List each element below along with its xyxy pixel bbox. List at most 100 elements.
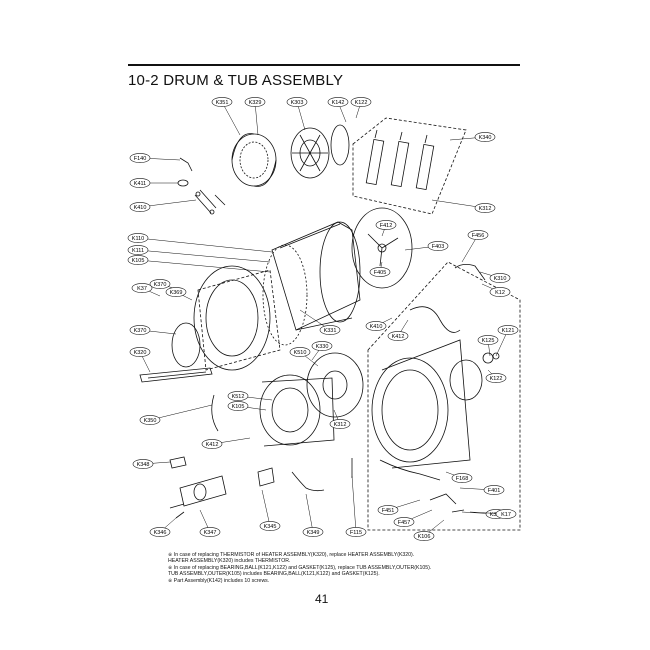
callout-bubble — [377, 505, 399, 515]
callout-bubble — [489, 273, 511, 283]
note-line: ※ Part Assembly(K142) includes 10 screws… — [168, 577, 270, 584]
pulley-part — [290, 127, 330, 179]
callout-bubble — [497, 325, 519, 335]
callout-label: F403 — [432, 244, 445, 250]
callout-leader — [149, 404, 213, 421]
callout-bubble — [259, 521, 281, 531]
callout-label: K110 — [132, 236, 144, 242]
callout-bubble — [201, 439, 223, 449]
callout-bubble — [129, 325, 151, 335]
note-line: HEATER ASSEMBLY(K320) includes THERMISTO… — [168, 558, 291, 565]
callout-label: K349 — [307, 530, 320, 536]
callout-label: K347 — [204, 530, 217, 536]
callout-bubble — [467, 230, 489, 240]
callout-label: K312 — [479, 206, 492, 212]
callout-bubble — [311, 341, 333, 351]
callout-bubble — [350, 97, 372, 107]
section-title: 10-2 DRUM & TUB ASSEMBLY — [128, 72, 344, 89]
callout-label: K111 — [132, 248, 144, 254]
callout-label: K370 — [134, 328, 147, 334]
callout-bubble — [129, 347, 151, 357]
callout-bubble — [474, 132, 496, 142]
callout-label: K37 — [137, 286, 147, 292]
callout-label: K142 — [332, 100, 345, 106]
rear-tub-part — [259, 374, 335, 447]
note-line: ※ In case of replacing BEARING,BALL(K121… — [168, 564, 432, 571]
callout-bubble — [485, 373, 507, 383]
callout-label: K412 — [206, 442, 219, 448]
note-line: TUB ASSEMBLY,OUTER(K105) includes BEARIN… — [168, 571, 380, 578]
callout-label: F412 — [380, 223, 393, 229]
callout-label: K105 — [232, 404, 245, 410]
callout-leader — [137, 249, 271, 263]
callout-bubble — [129, 153, 151, 163]
callout-label: K122 — [490, 376, 503, 382]
callout-label: K370 — [154, 282, 167, 288]
callout-label: K329 — [249, 100, 262, 106]
wire-harness-part — [291, 471, 325, 492]
callout-label: K412 — [392, 334, 405, 340]
callout-bubble — [149, 527, 171, 537]
callout-label: K312 — [334, 422, 347, 428]
callout-label: K320 — [134, 350, 147, 356]
callout-label: K106 — [418, 534, 431, 540]
bottom-hose-part — [379, 459, 465, 513]
callout-leader — [305, 493, 314, 533]
callout-label: K12 — [495, 290, 505, 296]
callout-bubble — [132, 459, 154, 469]
callout-bubble — [365, 321, 387, 331]
callout-bubble — [393, 517, 415, 527]
callout-bubble — [427, 241, 449, 251]
callout-bubble — [451, 473, 473, 483]
callout-bubble — [211, 97, 233, 107]
front-tub-part — [193, 265, 281, 371]
callout-label: F140 — [134, 156, 147, 162]
callout-label: K17 — [501, 512, 511, 518]
callout-bubble — [149, 279, 171, 289]
gasket-part — [171, 322, 201, 368]
callout-bubble — [329, 419, 351, 429]
callout-bubble — [127, 233, 149, 243]
callout-label: K369 — [170, 290, 183, 296]
callout-label: K125 — [482, 338, 495, 344]
callout-bubble — [165, 287, 187, 297]
drum-assembly — [262, 221, 361, 346]
callout-bubble — [387, 331, 409, 341]
callout-bubble — [375, 220, 397, 230]
shock-absorber-box — [352, 117, 467, 215]
callout-bubble — [227, 391, 249, 401]
callout-label: K512 — [232, 394, 245, 400]
callout-leader — [137, 259, 271, 273]
hose-part-left — [211, 394, 219, 432]
callout-label: F168 — [456, 476, 469, 482]
callout-label: K303 — [291, 100, 304, 106]
heater-part — [139, 367, 213, 383]
callout-label: F401 — [488, 488, 501, 494]
callout-bubble — [129, 178, 151, 188]
callout-bubble — [495, 509, 517, 519]
callout-bubble — [345, 527, 367, 537]
callout-label: F115 — [350, 530, 362, 536]
callout-bubble — [477, 335, 499, 345]
callout-label: K350 — [144, 418, 157, 424]
callout-bubble — [127, 255, 149, 265]
header-rule — [128, 64, 520, 66]
callout-bubble — [131, 283, 153, 293]
callout-label: F451 — [382, 508, 395, 514]
callout-label: K348 — [137, 462, 150, 468]
pulley-cover-part — [330, 124, 350, 166]
callout-bubble — [319, 325, 341, 335]
switch-part — [257, 467, 275, 487]
callout-label: K330 — [316, 344, 329, 350]
motor-stator-part — [306, 352, 364, 418]
callout-bubble — [413, 531, 435, 541]
callout-bubble — [289, 347, 311, 357]
callout-label: K410 — [134, 205, 147, 211]
callout-bubble — [199, 527, 221, 537]
bolt-part — [177, 179, 189, 187]
notes-block: ※ In case of replacing THERMISTOR of HEA… — [168, 552, 528, 584]
callout-leader — [254, 101, 259, 136]
outer-tub-box — [367, 261, 521, 531]
